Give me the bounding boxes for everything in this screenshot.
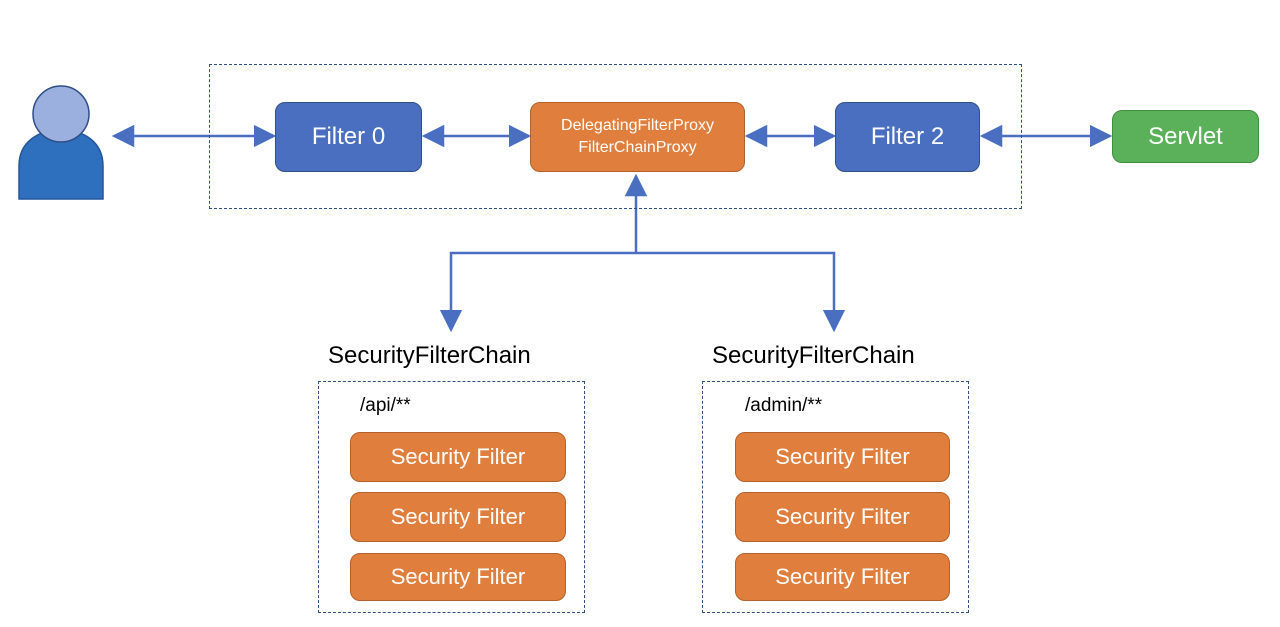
proxy-label-line2: FilterChainProxy — [578, 139, 697, 156]
security-filter-label: Security Filter — [775, 504, 910, 529]
user-icon — [18, 85, 104, 200]
chain-branch-left-arrow — [439, 251, 636, 333]
delegating-filter-proxy-node: DelegatingFilterProxy FilterChainProxy — [530, 102, 745, 172]
security-filter-api-1: Security Filter — [350, 432, 566, 482]
security-filter-label: Security Filter — [390, 504, 526, 529]
proxy-label-line1: DelegatingFilterProxy — [561, 117, 714, 134]
filter-0-label: Filter 0 — [311, 123, 386, 150]
security-filter-label: Security Filter — [390, 564, 526, 589]
chain-branch-right-arrow — [636, 251, 846, 333]
security-filter-label: Security Filter — [775, 444, 910, 469]
security-filter-chain-title-api: SecurityFilterChain — [328, 342, 531, 369]
security-filter-label: Security Filter — [775, 564, 910, 589]
security-filter-api-2: Security Filter — [350, 492, 566, 542]
servlet-node: Servlet — [1112, 110, 1259, 163]
security-filter-chain-admin — [702, 381, 969, 613]
security-filter-admin-3: Security Filter — [735, 553, 950, 601]
security-filter-label: Security Filter — [390, 444, 526, 469]
filter-chain-container — [209, 64, 1022, 209]
security-filter-admin-1: Security Filter — [735, 432, 950, 482]
chain-pattern-admin: /admin/** — [745, 395, 823, 416]
security-filter-api-3: Security Filter — [350, 553, 566, 601]
chain-pattern-api: /api/** — [360, 395, 411, 416]
filter-2-label: Filter 2 — [870, 123, 945, 150]
security-filter-admin-2: Security Filter — [735, 492, 950, 542]
servlet-label: Servlet — [1148, 122, 1223, 150]
security-filter-chain-api — [318, 381, 585, 613]
filter-0-node: Filter 0 — [275, 102, 422, 172]
security-filter-chain-title-admin: SecurityFilterChain — [712, 342, 915, 369]
filter-2-node: Filter 2 — [835, 102, 980, 172]
